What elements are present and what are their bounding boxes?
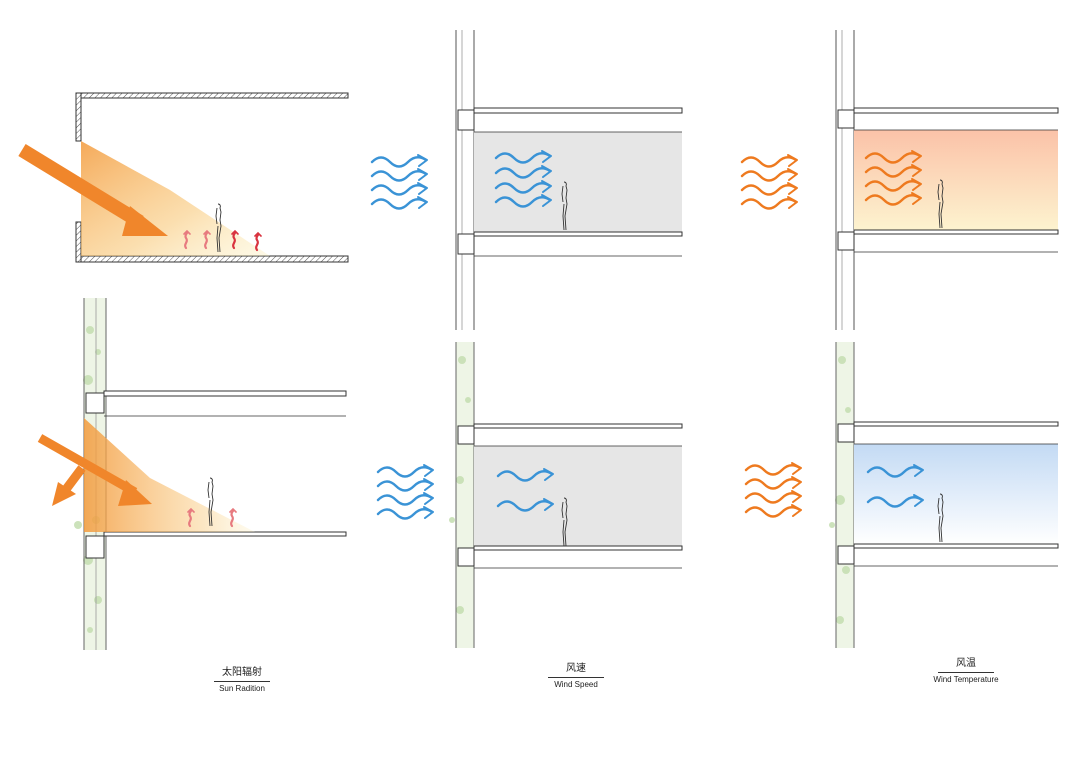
caption-rule — [548, 677, 604, 678]
floor-slab — [79, 255, 349, 263]
floor-slab — [853, 229, 1059, 235]
upper-slab — [853, 421, 1059, 427]
sun-panel-top — [18, 92, 349, 263]
upper-slab — [473, 107, 683, 114]
caption-zh: 风温 — [956, 658, 976, 669]
sun-ray-arrow — [18, 144, 144, 228]
caption-zh: 太阳辐射 — [222, 667, 262, 678]
caption-zh: 风速 — [566, 663, 586, 674]
wind-speed-panel-top — [370, 30, 683, 330]
room-interior — [474, 446, 682, 546]
wall-lower — [75, 221, 82, 263]
floor-slab — [853, 543, 1059, 549]
sun-ray-arrow — [37, 434, 138, 496]
ceiling-slab — [79, 92, 349, 99]
caption-en: Wind Speed — [554, 680, 598, 689]
wind-temperature-panel-bottom — [744, 342, 1059, 648]
wind-temperature-panel-top — [740, 30, 1059, 330]
wind-speed-panel-bottom — [376, 342, 683, 648]
upper-slab — [103, 390, 347, 397]
caption-sun-radiation: 太阳辐射 Sun Radition — [162, 666, 322, 694]
caption-wind-speed: 风速 Wind Speed — [496, 662, 656, 690]
room-interior-cool — [854, 444, 1058, 544]
floor-slab — [473, 231, 683, 237]
greenery-facade — [836, 342, 854, 648]
upper-slab — [853, 107, 1059, 114]
sun-panel-bottom — [37, 298, 347, 650]
floor-slab — [103, 531, 347, 537]
greenery-facade — [456, 342, 474, 648]
caption-rule — [938, 672, 994, 673]
floor-slab — [473, 545, 683, 551]
room-interior — [474, 132, 682, 232]
caption-en: Sun Radition — [219, 684, 265, 693]
wind-arrow-icon — [744, 461, 803, 518]
caption-en: Wind Temperature — [933, 675, 999, 684]
caption-rule — [214, 681, 270, 682]
room-interior-warm — [854, 130, 1058, 230]
upper-slab — [473, 423, 683, 429]
caption-wind-temperature: 风温 Wind Temperature — [886, 657, 1046, 685]
wall-upper — [75, 92, 82, 142]
sun-ray-arrowhead — [122, 206, 168, 236]
